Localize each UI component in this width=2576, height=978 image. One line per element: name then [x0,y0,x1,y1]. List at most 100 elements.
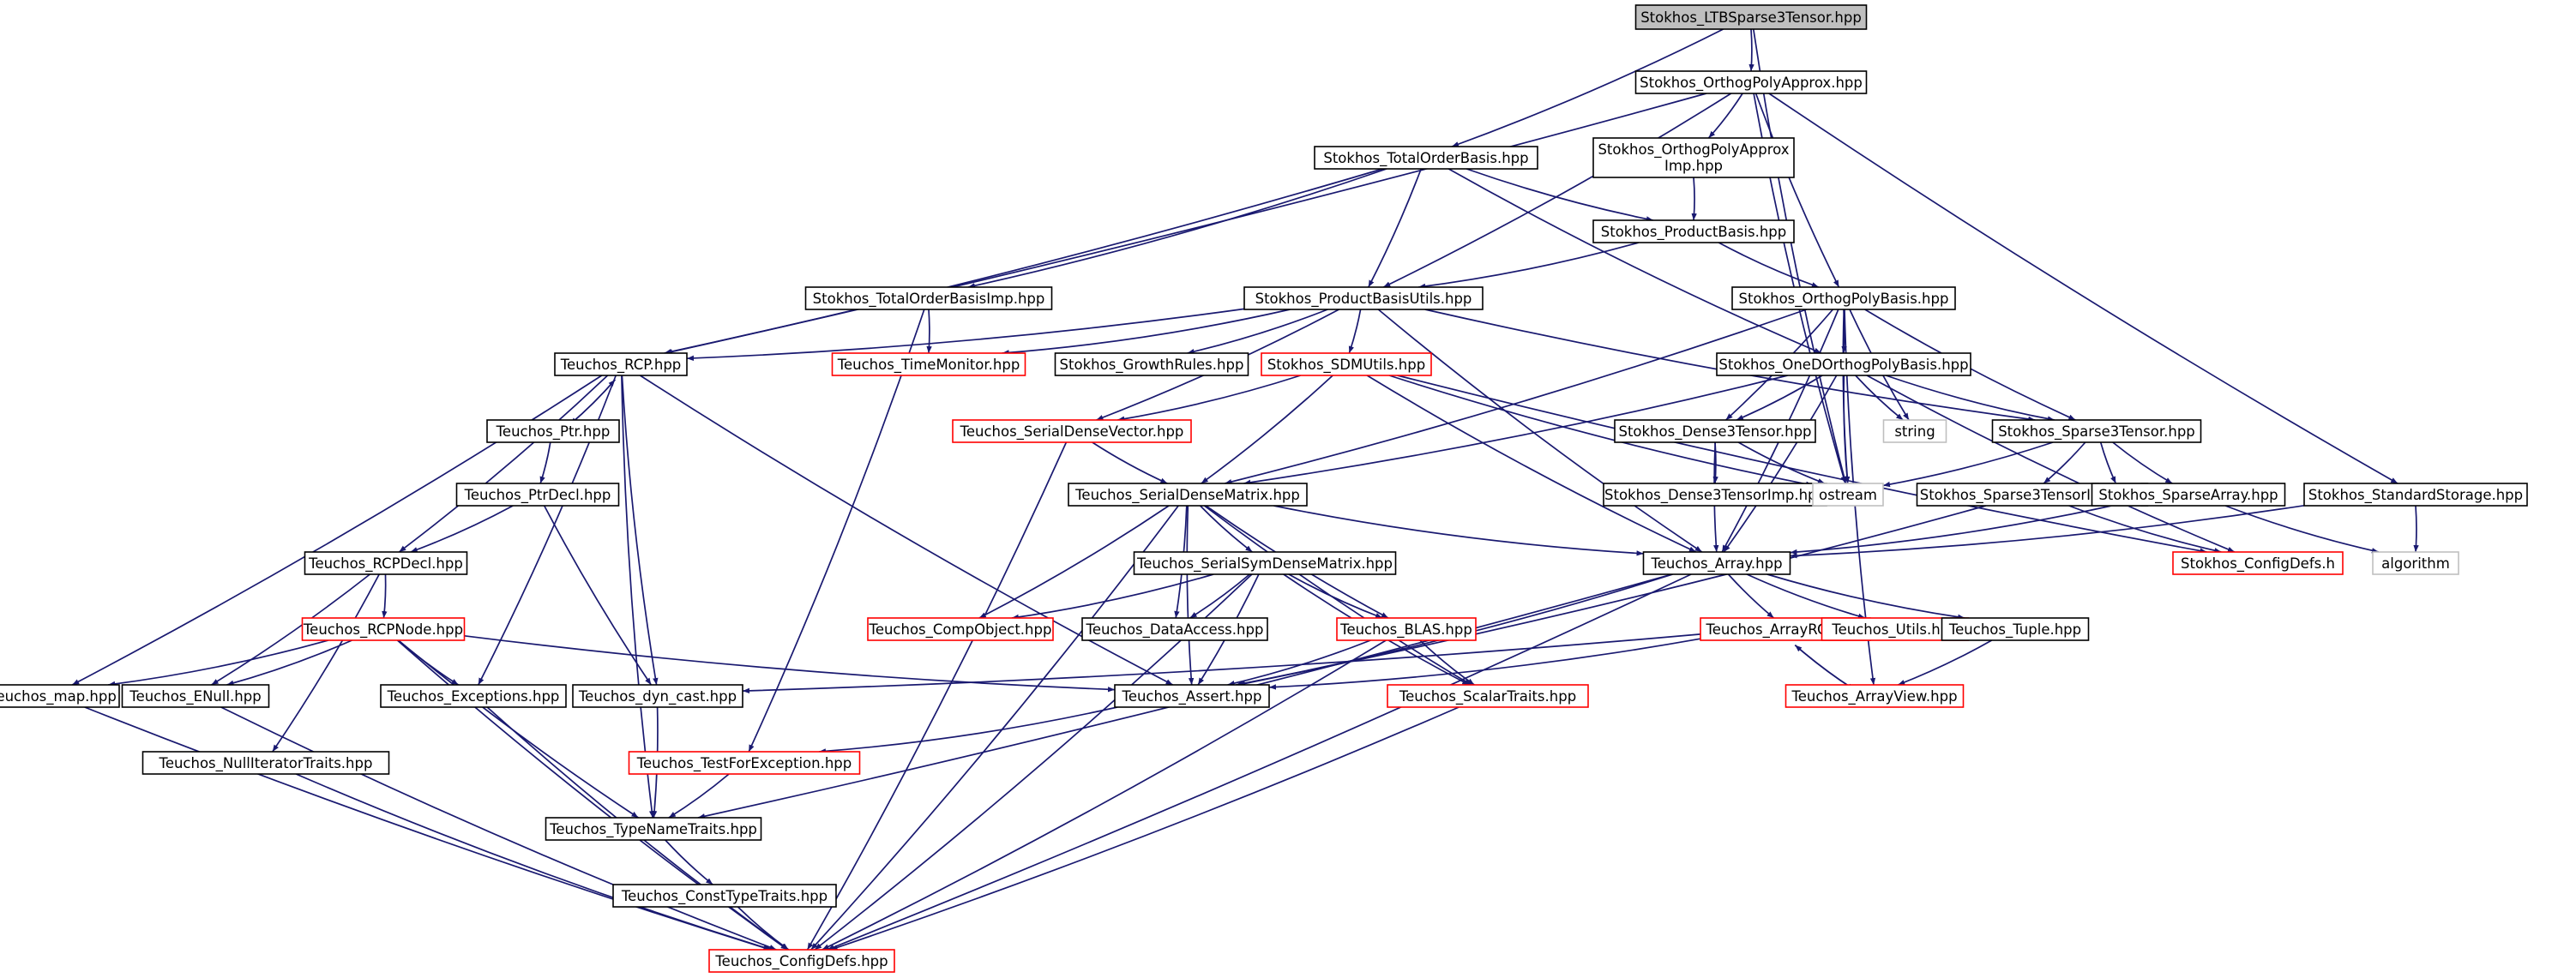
edge-blas-to-tcd [822,639,1387,951]
node-tmap[interactable]: Teuchos_map.hpp [0,684,120,708]
node-s3t[interactable]: Stokhos_Sparse3Tensor.hpp [1991,419,2202,443]
node-sa[interactable]: Stokhos_SparseArray.hpp [2091,483,2286,507]
node-rcp[interactable]: Teuchos_RCP.hpp [554,352,688,376]
edge-s3timp-to-assert [1238,505,1987,687]
node-label: Teuchos_TypeNameTraits.hpp [549,821,757,838]
node-av[interactable]: Teuchos_ArrayView.hpp [1785,684,1965,708]
node-ostream[interactable]: ostream [1812,483,1884,507]
node-label: Teuchos_ConstTypeTraits.hpp [621,888,828,905]
edge-opb-to-sdm [1225,309,1807,485]
node-ss[interactable]: Stokhos_StandardStorage.hpp [2303,483,2528,507]
node-tcd[interactable]: Teuchos_ConfigDefs.hpp [708,949,895,973]
node-label: Teuchos_PtrDecl.hpp [464,487,611,504]
node-scd[interactable]: Stokhos_ConfigDefs.h [2172,551,2344,575]
node-exc[interactable]: Teuchos_Exceptions.hpp [380,684,567,708]
node-array[interactable]: Teuchos_Array.hpp [1642,551,1791,575]
node-sdm[interactable]: Teuchos_SerialDenseMatrix.hpp [1068,483,1308,507]
node-ssdm[interactable]: Teuchos_SerialSymDenseMatrix.hpp [1133,551,1397,575]
edge-tob-to-tobimp [967,168,1387,289]
edge-pbu-to-rcp [686,308,1245,362]
node-ptr[interactable]: Teuchos_Ptr.hpp [486,419,620,443]
node-da[interactable]: Teuchos_DataAccess.hpp [1081,617,1268,641]
node-tm[interactable]: Teuchos_TimeMonitor.hpp [831,352,1026,376]
edge-ptr-to-rcp [569,379,616,425]
node-d3t[interactable]: Stokhos_Dense3Tensor.hpp [1614,419,1816,443]
edge-ss-to-array [1790,504,2305,559]
node-label: Stokhos_ConfigDefs.h [2181,555,2335,573]
node-box [1068,483,1308,507]
node-box [708,949,895,973]
edge-sdmu-to-ostream [1388,375,1814,487]
node-string[interactable]: string [1882,419,1947,443]
node-label: Teuchos_Utils.hpp [1831,621,1958,639]
node-box [1634,4,1868,30]
node-pbu[interactable]: Stokhos_ProductBasisUtils.hpp [1243,286,1484,310]
edge-array-to-tuple [1766,573,1965,621]
node-box [121,684,270,708]
node-box [831,352,1026,376]
edge-rcp-to-assert [639,375,1173,686]
node-algorithm[interactable]: algorithm [2372,551,2459,575]
node-rcpnode[interactable]: Teuchos_RCPNode.hpp [301,617,466,641]
node-box [1243,286,1484,310]
node-sdmu[interactable]: Stokhos_SDMUtils.hpp [1261,352,1432,376]
edge-tob-to-pb [1466,168,1653,222]
edge-enull-to-tcd [220,706,777,951]
node-box [1642,551,1791,575]
edge-ltb-to-tob [1451,28,1724,147]
node-label: Stokhos_ProductBasisUtils.hpp [1255,291,1472,308]
node-ltb[interactable]: Stokhos_LTBSparse3Tensor.hpp [1634,4,1868,30]
node-d3timp[interactable]: Stokhos_Dense3TensorImp.hpp [1603,483,1827,507]
edge-st-to-tcd [830,706,1460,951]
edge-pbu-to-sdmu [1348,309,1362,354]
node-box [1314,146,1538,170]
node-blas[interactable]: Teuchos_BLAS.hpp [1336,617,1477,641]
node-tobimp[interactable]: Stokhos_TotalOrderBasisImp.hpp [804,286,1053,310]
node-rcpdecl[interactable]: Teuchos_RCPDecl.hpp [304,551,468,575]
node-sdv[interactable]: Teuchos_SerialDenseVector.hpp [952,419,1192,443]
node-tuple[interactable]: Teuchos_Tuple.hpp [1941,617,2090,641]
edge-tnt-to-ctt [665,839,713,885]
edge-odopb-to-sdm [1243,375,1788,485]
node-label: Teuchos_ConfigDefs.hpp [714,953,888,970]
node-nit[interactable]: Teuchos_NullIteratorTraits.hpp [141,751,390,775]
node-gr[interactable]: Stokhos_GrowthRules.hpp [1054,352,1249,376]
node-ctt[interactable]: Teuchos_ConstTypeTraits.hpp [612,884,837,908]
node-pb[interactable]: Stokhos_ProductBasis.hpp [1592,219,1795,243]
node-opb[interactable]: Stokhos_OrthogPolyBasis.hpp [1731,286,1956,310]
node-enull[interactable]: Teuchos_ENull.hpp [121,684,270,708]
node-opa[interactable]: Stokhos_OrthogPolyApprox.hpp [1634,70,1868,94]
node-co[interactable]: Teuchos_CompObject.hpp [867,617,1054,641]
node-tfe[interactable]: Teuchos_TestForException.hpp [628,751,861,775]
edge-sdmu-to-array [1366,375,1697,553]
edge-sdm-to-co [978,505,1170,619]
node-tnt[interactable]: Teuchos_TypeNameTraits.hpp [545,817,762,841]
edge-arcp-to-dc [742,633,1701,694]
edge-sa-to-array [1790,505,2112,555]
node-label: ostream [1819,487,1877,503]
node-dc[interactable]: Teuchos_dyn_cast.hpp [572,684,743,708]
node-st[interactable]: Teuchos_ScalarTraits.hpp [1387,684,1589,708]
node-box [952,419,1192,443]
node-odopb[interactable]: Stokhos_OneDOrthogPolyBasis.hpp [1716,352,1971,376]
node-label: Teuchos_dyn_cast.hpp [578,688,737,705]
node-ptrdecl[interactable]: Teuchos_PtrDecl.hpp [455,483,620,507]
edge-sdm-to-array [1273,505,1644,556]
edge-s3timp-to-scd [2068,505,2222,554]
node-box [141,751,390,775]
node-label: Stokhos_Dense3Tensor.hpp [1618,423,1811,441]
node-label: Teuchos_RCPNode.hpp [303,621,463,639]
edge-odopb-to-s3t [1885,375,2055,422]
node-assert[interactable]: Teuchos_Assert.hpp [1114,684,1270,708]
node-label: Stokhos_OneDOrthogPolyBasis.hpp [1718,357,1968,374]
node-label: Teuchos_DataAccess.hpp [1086,621,1264,639]
node-box [1592,219,1795,243]
node-tob[interactable]: Stokhos_TotalOrderBasis.hpp [1314,146,1538,170]
node-box [1603,483,1827,507]
node-label: Teuchos_ENull.hpp [129,688,261,705]
node-box [572,684,743,708]
node-label: Stokhos_OrthogPolyBasis.hpp [1739,291,1949,308]
